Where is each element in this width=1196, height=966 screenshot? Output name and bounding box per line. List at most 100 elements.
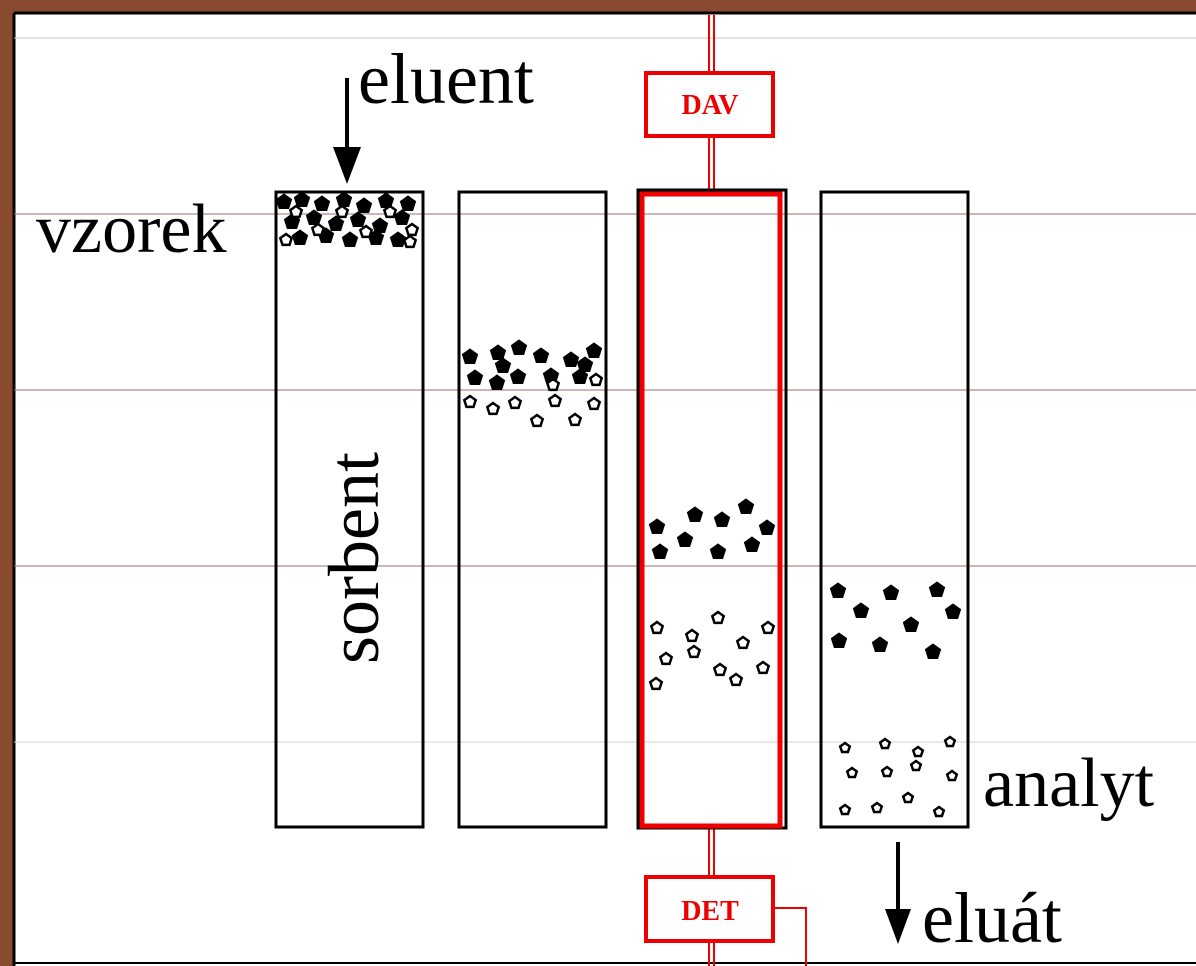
retained-particle [737,498,755,514]
retained-particle [327,215,345,231]
analyt-label: analyt [983,745,1155,822]
analyte-particle [648,676,664,691]
analyte-particle [658,651,674,666]
retained-particle [389,231,407,247]
retained-particle [293,191,311,207]
retained-band-3 [648,498,776,559]
analyte-particle [943,735,957,748]
retained-particle [562,351,580,367]
analyte-band-4 [838,735,959,818]
eluent-arrow [333,78,361,184]
dav-box [644,71,775,138]
analyte-particle [838,803,852,816]
sample-band [275,191,420,249]
analyte-particle [735,635,751,650]
retained-particle [585,342,603,358]
analyte-particle [845,766,859,779]
analyte-particle [382,204,398,219]
eluat-label: eluát [922,878,1062,958]
eluent-label: eluent [358,39,534,119]
retained-particle [355,197,373,213]
det-label: DET [681,896,739,927]
analyte-particle [334,204,350,219]
analyte-particle [838,741,852,754]
analyte-particle [909,759,923,772]
analyte-particle [586,396,602,411]
retained-particle [494,357,512,373]
analyte-particle [529,413,545,428]
retained-particle [576,356,594,372]
analyte-particle [288,204,304,219]
retained-particle [676,531,694,547]
analyte-particle [911,745,925,758]
analyte-particle [358,224,374,239]
analyte-band-2 [462,372,604,428]
retained-particle [341,231,359,247]
retained-particle [488,374,506,390]
dav-label: DAV [681,90,738,121]
retained-band-4 [829,581,962,659]
retained-particle [852,602,870,618]
retained-particle [393,209,411,225]
retained-particle [686,506,704,522]
analyte-particle [649,620,665,635]
retained-particle [461,348,479,364]
retained-particle [944,603,962,619]
retained-particle [902,616,920,632]
analyte-particle [901,791,915,804]
analyte-particle [945,769,959,782]
column-4 [819,190,970,829]
analyte-particle [404,222,420,237]
retained-particle [743,536,761,552]
retained-particle [571,368,589,384]
analyte-particle [878,737,892,750]
flow-lines [708,15,807,966]
retained-particle [489,344,507,360]
det-signal-line [774,907,807,966]
analyte-particle [728,672,744,687]
retained-particle [830,632,848,648]
analyte-particle [485,401,501,416]
column-1 [274,190,425,829]
analyte-particle [755,660,771,675]
retained-particle [924,643,942,659]
analyte-particle [402,234,418,249]
analyte-band-3 [648,610,776,691]
analyte-particle [547,393,563,408]
sorbent-label: sorbent [314,452,394,664]
retained-particle [882,584,900,600]
analyte-particle [310,222,326,237]
analyte-particle [932,805,946,818]
retained-band-2 [461,339,603,390]
retained-particle [651,543,669,559]
analyte-particle [712,662,728,677]
analyte-particle [684,628,700,643]
analyte-particle [760,620,776,635]
analyte-particle [710,610,726,625]
eluat-arrow [885,842,911,944]
retained-particle [349,211,367,227]
retained-particle [829,582,847,598]
retained-particle [532,347,550,363]
retained-particle [871,636,889,652]
retained-particle [713,511,731,527]
analyte-particle [880,765,894,778]
analyte-particle [507,395,523,410]
retained-particle [928,581,946,597]
vzorek-label: vzorek [36,191,226,268]
retained-particle [709,543,727,559]
analyte-particle [545,377,561,392]
det-box [644,875,775,943]
analyte-particle [567,412,583,427]
column-3-highlight [639,191,783,829]
analyte-particle [278,232,294,247]
retained-particle [509,368,527,384]
retained-particle [305,209,323,225]
columns [274,188,970,830]
analyte-particle [588,372,604,387]
retained-particle [399,195,417,211]
retained-particle [510,339,528,355]
retained-particle [313,195,331,211]
